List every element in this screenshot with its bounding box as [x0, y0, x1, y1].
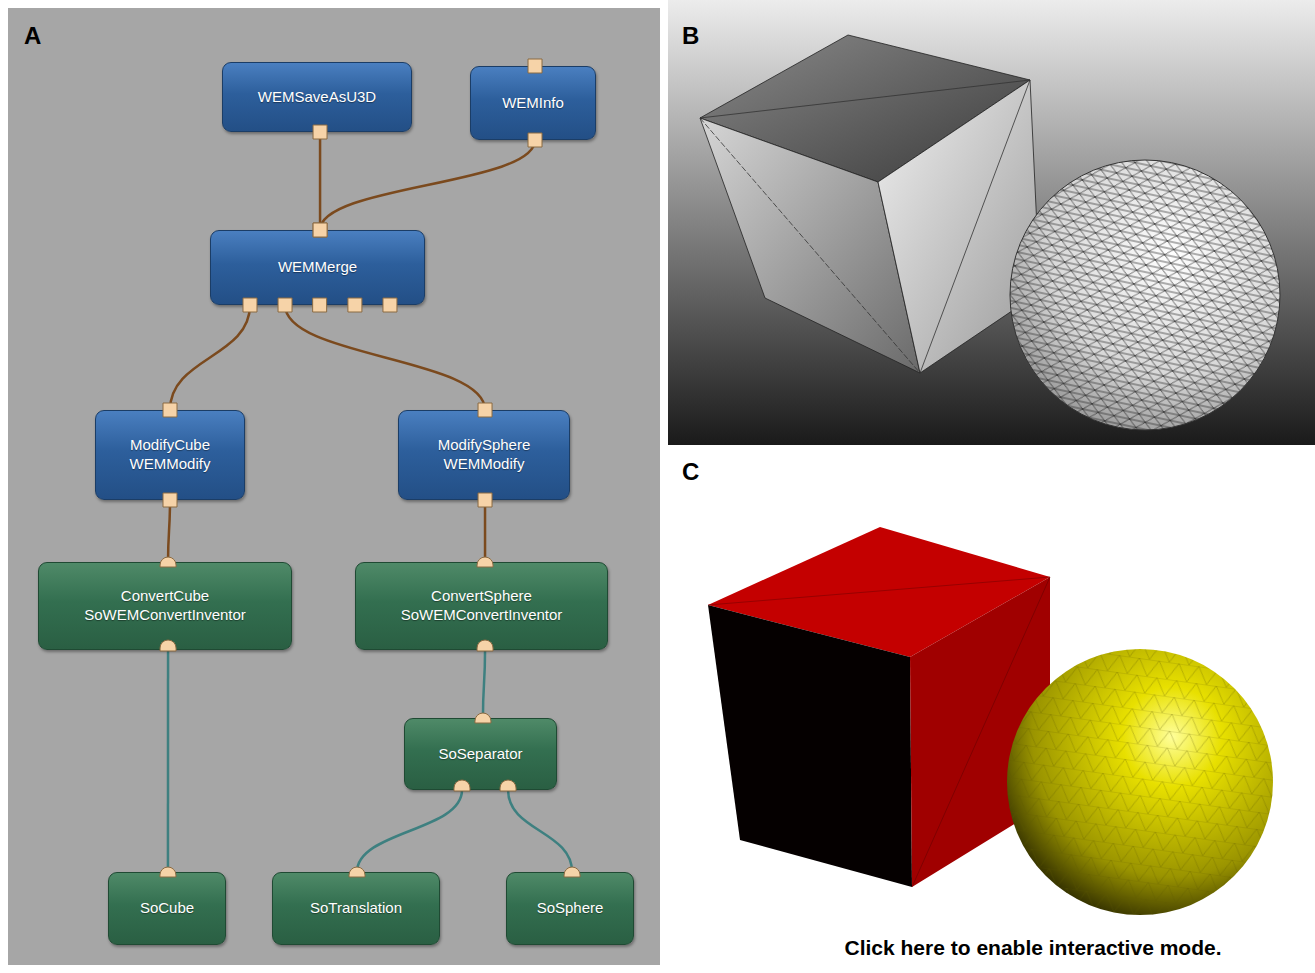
module-box: WEMInfo [470, 66, 596, 140]
module-box: WEMMerge [210, 230, 425, 305]
module-name: SoTranslation [310, 899, 402, 918]
port [160, 867, 176, 877]
port [477, 557, 493, 567]
port [313, 298, 327, 312]
port [348, 298, 362, 312]
module-box: ConvertSphereSoWEMConvertInventor [355, 562, 608, 650]
sphere-render [1000, 150, 1290, 440]
cube-render [700, 35, 1040, 373]
sphere-render-colored [1000, 645, 1280, 920]
panel-letter: B [682, 22, 699, 50]
cube-render-colored [708, 527, 1050, 887]
module-box: SoTranslation [272, 872, 440, 945]
port [313, 223, 327, 237]
connector-wire [319, 132, 322, 230]
connector-wire [320, 140, 535, 230]
port [160, 557, 176, 567]
module-name: ConvertSphere [431, 587, 532, 606]
connector-wire [483, 650, 485, 718]
port [163, 493, 177, 507]
port [564, 867, 580, 877]
caption-note: Click here to enable interactive mode. [845, 936, 1222, 960]
module-name: WEMModify [444, 455, 525, 474]
connector-wire [170, 305, 250, 410]
connector-wire [484, 500, 487, 562]
port [528, 59, 542, 73]
module-name: ModifySphere [438, 436, 531, 455]
port [313, 125, 327, 139]
module-box: ConvertCubeSoWEMConvertInventor [38, 562, 292, 650]
module-name: SoCube [140, 899, 194, 918]
connector-wire [508, 790, 572, 872]
module-box: SoCube [108, 872, 226, 945]
port [500, 780, 516, 791]
connector-wire [168, 500, 170, 562]
module-name: ConvertCube [121, 587, 209, 606]
connector-wire [357, 790, 462, 872]
port [349, 867, 365, 877]
module-name: ModifyCube [130, 436, 210, 455]
module-name: WEMInfo [502, 94, 564, 113]
port [160, 640, 176, 651]
module-name: WEMMerge [278, 258, 357, 277]
panel-letter: A [24, 22, 41, 50]
module-name: WEMModify [130, 455, 211, 474]
port [278, 298, 292, 312]
port [243, 298, 257, 312]
render-background [668, 0, 1315, 445]
port [478, 493, 492, 507]
port [163, 403, 177, 417]
port [475, 713, 491, 723]
panel-background [8, 8, 660, 965]
module-name: WEMSaveAsU3D [258, 88, 376, 107]
module-box: SoSphere [506, 872, 634, 945]
port [313, 223, 327, 237]
module-name: SoWEMConvertInventor [84, 606, 246, 625]
port [477, 640, 493, 651]
module-box: SoSeparator [404, 718, 557, 790]
module-box: ModifySphereWEMModify [398, 410, 570, 500]
module-name: SoSphere [537, 899, 604, 918]
connector-wire [167, 650, 170, 872]
port [383, 298, 397, 312]
port [528, 133, 542, 147]
module-box: ModifyCubeWEMModify [95, 410, 245, 500]
module-name: SoSeparator [438, 745, 522, 764]
port [454, 780, 470, 791]
port [478, 403, 492, 417]
module-box: WEMSaveAsU3D [222, 62, 412, 132]
panel-letter: C [682, 458, 699, 486]
connector-wire [285, 305, 485, 410]
module-name: SoWEMConvertInventor [401, 606, 563, 625]
